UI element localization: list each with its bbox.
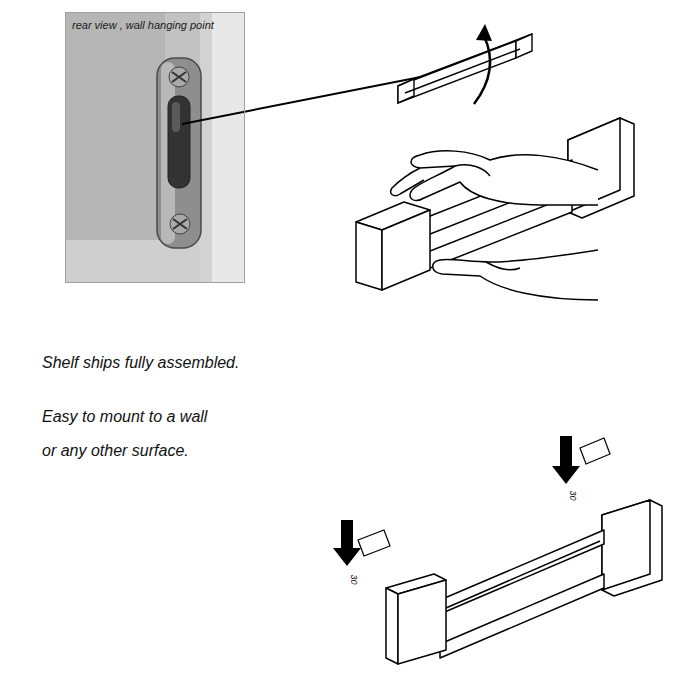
knuckle xyxy=(455,165,490,176)
screw-cross xyxy=(173,219,187,229)
lower-hand xyxy=(433,250,598,300)
shelf-in-hands xyxy=(356,118,634,300)
photo-ground xyxy=(65,12,245,283)
knuckle xyxy=(486,262,520,270)
rail-end xyxy=(516,34,532,58)
shelf-end-side xyxy=(356,222,382,290)
screw-head xyxy=(169,67,189,87)
arrow-head xyxy=(476,24,492,41)
photo-caption: rear view , wall hanging point xyxy=(72,19,238,33)
dimension-label: 30 xyxy=(567,486,578,506)
hanging-plate xyxy=(157,58,201,248)
photo-inset: rear view , wall hanging point xyxy=(65,12,245,283)
shelf-base xyxy=(440,574,604,658)
shelf-end-back xyxy=(602,500,662,596)
wall-face xyxy=(212,12,245,283)
hanging-slot xyxy=(168,96,190,188)
shelf-end-front xyxy=(382,210,430,290)
leader-line xyxy=(182,72,446,124)
shelf-end-side xyxy=(386,588,398,664)
rail-detail xyxy=(398,34,532,103)
mount-plate xyxy=(358,530,390,556)
down-arrow xyxy=(552,436,580,484)
screw-head xyxy=(170,214,190,234)
mount-plate xyxy=(580,438,610,464)
note-text: Shelf ships fully assembled. xyxy=(42,346,342,380)
shelf-end-front xyxy=(398,580,446,664)
shelf-rail xyxy=(440,530,604,614)
slot-shade xyxy=(172,102,180,132)
down-arrow xyxy=(333,520,361,566)
photo-inset xyxy=(65,12,245,283)
upper-hand xyxy=(410,151,598,205)
dimension-label: 30 xyxy=(348,570,359,590)
shelf-end xyxy=(602,500,650,590)
mount-marker xyxy=(333,436,610,566)
rotate-arrow xyxy=(474,36,490,104)
rail-front xyxy=(398,41,516,103)
finger xyxy=(391,168,424,196)
shelf xyxy=(386,500,662,664)
screw-cross xyxy=(172,72,186,82)
note-text: Easy to mount to a wall or any other sur… xyxy=(42,400,217,468)
panel-edge xyxy=(200,12,212,283)
rail-groove xyxy=(405,49,520,93)
